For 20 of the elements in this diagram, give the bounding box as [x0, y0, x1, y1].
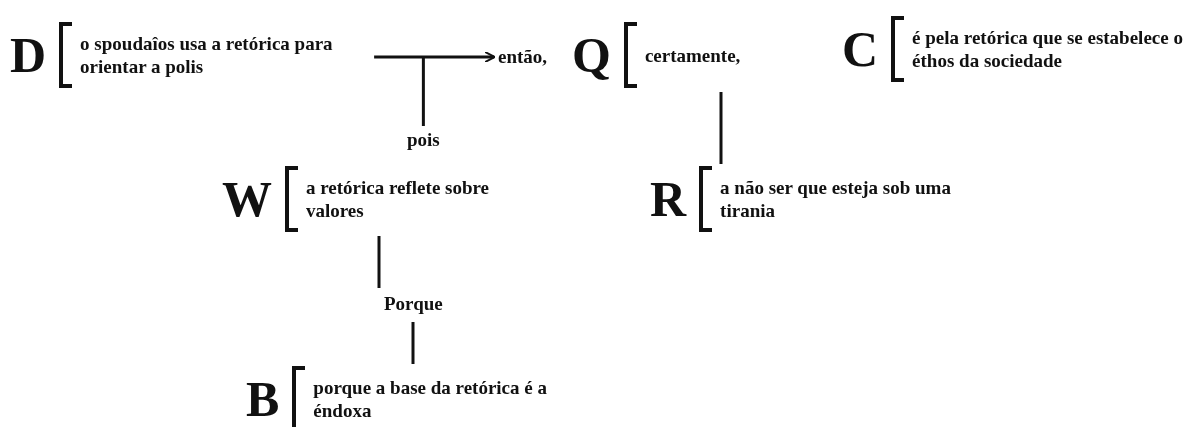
arrow: [374, 51, 496, 63]
connector-line: [421, 57, 425, 126]
statement-text: é pela retórica que se estabelece o éthos da sociedade: [912, 26, 1184, 72]
connector-line: [411, 322, 415, 364]
statement-text: a retórica reflete sobre valores: [306, 176, 491, 222]
statement-text: certamente,: [644, 43, 742, 67]
statement-text: a não ser que esteja sob uma tirania: [720, 176, 952, 222]
element-letter: R: [650, 174, 687, 224]
element-letter: B: [246, 374, 280, 424]
statement-text: porque a base da retórica é a éndoxa: [313, 376, 548, 422]
statement-text: o spoudaîos usa a retórica para orientar a polis: [80, 32, 334, 78]
connector-line: [377, 236, 381, 288]
element-letter: Q: [572, 30, 611, 80]
element-letter: C: [842, 24, 879, 74]
connector-word: pois: [407, 126, 440, 154]
connector-word: então,: [498, 43, 548, 71]
connector-word: Porque: [384, 290, 443, 318]
connector-line: [719, 92, 723, 164]
element-letter: D: [10, 30, 47, 80]
element-letter: W: [222, 174, 272, 224]
